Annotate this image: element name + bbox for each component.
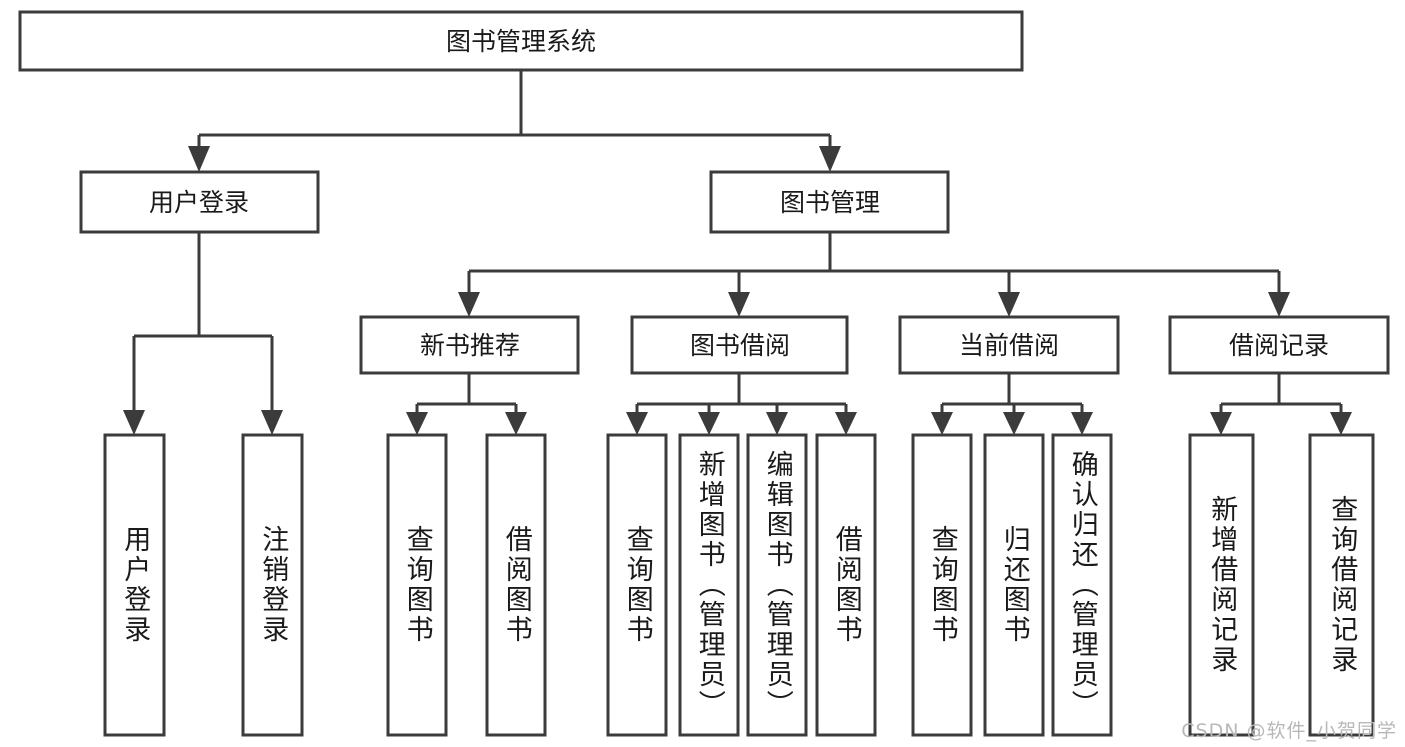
node-new-book-recommend-box	[359, 315, 580, 375]
node-book-management[interactable]: 图书管理	[709, 170, 950, 234]
leaf-box-layer	[103, 433, 1375, 737]
connector-layer	[123, 70, 1352, 435]
node-book-borrow-box	[630, 315, 849, 375]
arrowhead-current-leaf-2	[1003, 412, 1025, 435]
leaf-box-query-book-current[interactable]	[911, 433, 973, 737]
node-user-login-box	[79, 170, 320, 234]
leaf-box-query-borrow-record[interactable]	[1308, 433, 1375, 737]
arrowhead-record-leaf-1	[1210, 412, 1232, 435]
arrowhead-current-borrow	[998, 292, 1020, 317]
node-user-login-label: 用户登录	[149, 188, 249, 217]
node-borrow-record-label: 借阅记录	[1229, 331, 1329, 360]
leaf-box-borrow-book[interactable]	[815, 433, 877, 737]
arrowhead-borrow-leaf-1	[626, 412, 648, 435]
arrowhead-record-leaf-2	[1330, 412, 1352, 435]
arrowhead-leaf-logout	[261, 410, 283, 435]
node-root-system[interactable]: 图书管理系统	[18, 10, 1024, 72]
node-book-management-label: 图书管理	[780, 188, 880, 217]
arrowhead-book-mgmt	[819, 146, 841, 172]
leaf-box-query-book-newrec[interactable]	[386, 433, 448, 737]
arrowhead-leaf-user-login	[123, 410, 145, 435]
arrowhead-newbook-leaf-2	[505, 412, 527, 435]
node-borrow-record-box	[1168, 315, 1390, 375]
node-new-book-recommend[interactable]: 新书推荐	[359, 315, 580, 375]
arrowhead-current-leaf-3	[1071, 412, 1093, 435]
node-current-borrow[interactable]: 当前借阅	[898, 315, 1120, 375]
leaf-box-add-book-admin[interactable]	[678, 433, 740, 737]
arrowhead-borrow-leaf-2	[698, 412, 720, 435]
node-book-management-box	[709, 170, 950, 234]
leaf-box-borrow-book-newrec[interactable]	[485, 433, 547, 737]
arrowhead-borrow-record	[1268, 292, 1290, 317]
leaf-box-confirm-return-admin[interactable]	[1051, 433, 1113, 737]
node-current-borrow-label: 当前借阅	[959, 331, 1059, 360]
arrowhead-current-leaf-1	[931, 412, 953, 435]
node-current-borrow-box	[898, 315, 1120, 375]
leaf-box-logout[interactable]	[241, 433, 304, 737]
node-new-book-recommend-label: 新书推荐	[420, 331, 520, 360]
arrowhead-newbook-leaf-1	[406, 412, 428, 435]
node-borrow-record[interactable]: 借阅记录	[1168, 315, 1390, 375]
node-root-box	[18, 10, 1024, 72]
leaf-box-query-book-borrow[interactable]	[606, 433, 668, 737]
csdn-watermark: CSDN @软件_小贺同学	[1181, 720, 1397, 742]
arrowhead-borrow-leaf-4	[835, 412, 857, 435]
arrowhead-borrow-leaf-3	[766, 412, 788, 435]
arrowhead-user-login	[188, 146, 210, 172]
node-book-borrow[interactable]: 图书借阅	[630, 315, 849, 375]
leaf-box-edit-book-admin[interactable]	[746, 433, 808, 737]
leaf-box-return-book[interactable]	[983, 433, 1045, 737]
arrowhead-new-book-rec	[458, 292, 480, 317]
leaf-box-user-login[interactable]	[103, 433, 166, 737]
node-user-login[interactable]: 用户登录	[79, 170, 320, 234]
arrowhead-book-borrow	[728, 292, 750, 317]
leaf-box-add-borrow-record[interactable]	[1188, 433, 1255, 737]
node-book-borrow-label: 图书借阅	[690, 331, 790, 360]
node-root-label: 图书管理系统	[446, 27, 596, 56]
